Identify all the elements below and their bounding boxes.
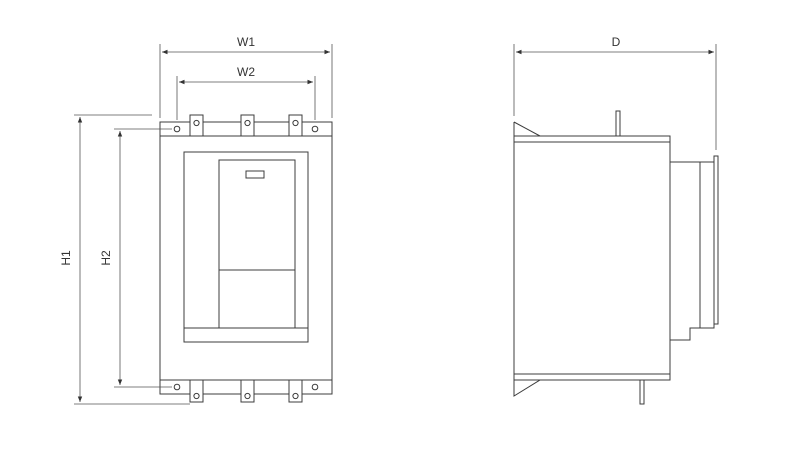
side-dimensions: D (513, 35, 717, 150)
side-top-flange (513, 121, 541, 137)
dimension-label-w1: W1 (237, 35, 255, 49)
side-view (513, 110, 719, 405)
front-dimensions: W1 W2 H1 H2 (59, 35, 333, 405)
front-view (159, 114, 333, 403)
status-led (245, 170, 265, 179)
keypad-module (218, 159, 296, 329)
mounting-hole-top-right (311, 125, 319, 133)
side-body (513, 135, 671, 381)
bottom-terminals (173, 379, 319, 403)
side-top-pin (615, 110, 621, 137)
side-bottom-pin (639, 379, 645, 405)
dimension-label-h1: H1 (59, 250, 73, 266)
mounting-hole-bottom-left (173, 383, 181, 391)
side-rear-plate (713, 155, 719, 325)
front-panel-lower-band (183, 327, 309, 343)
terminal-bottom-1 (189, 379, 204, 403)
terminal-bottom-2 (240, 379, 255, 403)
front-panel-outer (183, 151, 309, 343)
top-terminals (173, 114, 319, 137)
mounting-hole-top-left (173, 125, 181, 133)
mounting-hole-bottom-right (311, 383, 319, 391)
terminal-bottom-3 (288, 379, 303, 403)
side-heatsink (670, 161, 715, 341)
dimension-label-w2: W2 (237, 65, 255, 79)
dimension-label-d: D (612, 35, 621, 49)
dimension-label-h2: H2 (99, 250, 113, 266)
side-bottom-flange (513, 379, 542, 397)
